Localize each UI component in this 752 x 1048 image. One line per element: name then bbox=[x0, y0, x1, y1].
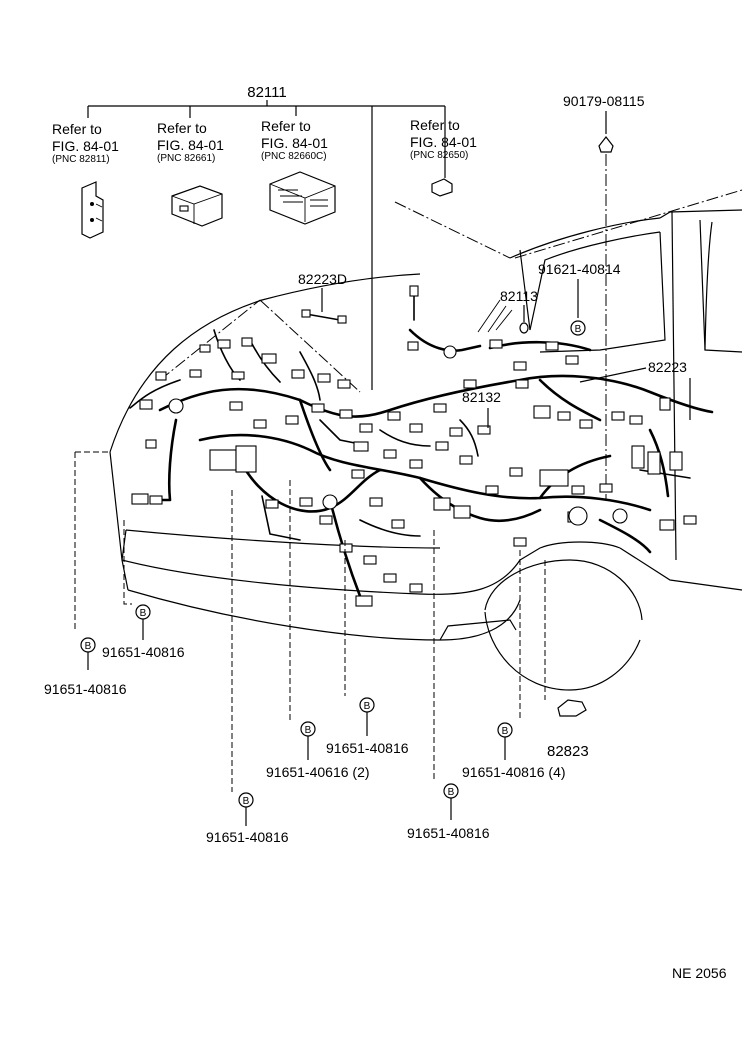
relay-bracket-82811 bbox=[81, 181, 104, 239]
bolt-callout-6: B 91651-40816 bbox=[206, 490, 289, 845]
bolt-2-label: 91651-40816 bbox=[102, 644, 185, 660]
bolt-6-symbol: B bbox=[243, 796, 250, 807]
ref-82811-line2: FIG. 84-01 bbox=[52, 138, 119, 154]
bolt-7-label: 91651-40816 bbox=[407, 825, 490, 841]
bolt-1-label: 91651-40816 bbox=[44, 681, 127, 697]
relay-block-82661 bbox=[171, 185, 223, 227]
grommet-icon bbox=[519, 322, 529, 334]
bolt-callout-7: B 91651-40816 bbox=[407, 530, 490, 841]
main-part-leader bbox=[87, 100, 446, 390]
bolt-5-symbol: B bbox=[502, 726, 509, 737]
part-82223-label: 82223 bbox=[648, 359, 687, 375]
ref-82650: Refer to FIG. 84-01 (PNC 82650) bbox=[410, 117, 477, 161]
bolt-4-label: 91651-40816 bbox=[326, 740, 409, 756]
ref-82650-pnc: (PNC 82650) bbox=[410, 150, 468, 161]
ref-82811-pnc: (PNC 82811) bbox=[52, 154, 110, 165]
clip-icon bbox=[598, 136, 614, 500]
vehicle-body-outline bbox=[109, 189, 743, 691]
junction-block-82660c bbox=[269, 171, 336, 225]
bolt-icon bbox=[570, 320, 586, 336]
ref-82661-line2: FIG. 84-01 bbox=[157, 137, 224, 153]
bolt-1-symbol: B bbox=[85, 641, 92, 652]
part-82223d-label: 82223D bbox=[298, 271, 347, 287]
ref-82660c-line2: FIG. 84-01 bbox=[261, 135, 328, 151]
ref-82660c: Refer to FIG. 84-01 (PNC 82660C) bbox=[261, 118, 328, 162]
bolt-2-symbol: B bbox=[140, 608, 147, 619]
part-90179-label: 90179-08115 bbox=[563, 93, 645, 109]
connector-82650 bbox=[431, 116, 453, 197]
ref-82811-line1: Refer to bbox=[52, 121, 102, 137]
ref-82811: Refer to FIG. 84-01 (PNC 82811) bbox=[52, 121, 119, 165]
harness-connectors bbox=[131, 285, 697, 607]
part-91621-label: 91621-40814 bbox=[538, 261, 621, 277]
bolt-3-symbol: B bbox=[305, 725, 312, 736]
ref-82660c-pnc: (PNC 82660C) bbox=[261, 151, 327, 162]
bolt-callout-5: B 91651-40816 (4) bbox=[462, 550, 566, 780]
part-82111-label: 82111 bbox=[247, 84, 287, 101]
part-82113-label: 82113 bbox=[500, 288, 538, 304]
bolt-7-symbol: B bbox=[448, 787, 455, 798]
ref-82660c-line1: Refer to bbox=[261, 118, 311, 134]
bracket-82823 bbox=[544, 560, 587, 717]
bolt-6-label: 91651-40816 bbox=[206, 829, 289, 845]
bolt-3-label: 91651-40616 (2) bbox=[266, 764, 370, 780]
bolt-5-label: 91651-40816 (4) bbox=[462, 764, 566, 780]
ref-82650-line1: Refer to bbox=[410, 117, 460, 133]
ref-82661-line1: Refer to bbox=[157, 120, 207, 136]
figure-code: NE 2056 bbox=[672, 965, 727, 981]
part-82132-label: 82132 bbox=[462, 389, 501, 405]
ref-82650-line2: FIG. 84-01 bbox=[410, 134, 477, 150]
bolt-callout-1: B 91651-40816 bbox=[44, 451, 127, 697]
bolt-callout-3: B 91651-40616 (2) bbox=[266, 480, 370, 780]
bolt-symbol: B bbox=[575, 324, 582, 335]
part-82823-label: 82823 bbox=[547, 743, 589, 760]
wire-82223d bbox=[301, 288, 347, 324]
ref-82661-pnc: (PNC 82661) bbox=[157, 153, 215, 164]
bolt-callout-4: B 91651-40816 bbox=[326, 540, 409, 756]
ref-82661: Refer to FIG. 84-01 (PNC 82661) bbox=[157, 120, 224, 164]
bolt-callout-2: B 91651-40816 bbox=[102, 520, 185, 660]
bolt-4-symbol: B bbox=[364, 701, 371, 712]
